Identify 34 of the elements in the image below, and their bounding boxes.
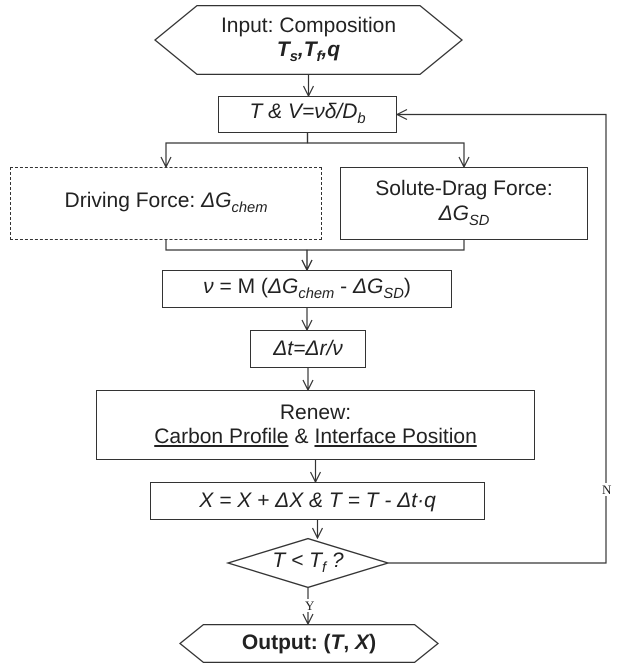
- arrow: [301, 240, 465, 271]
- process-box: [250, 330, 366, 368]
- process-box: [340, 167, 588, 240]
- process-box: [96, 390, 535, 460]
- arrow: [302, 75, 314, 97]
- node-text: ν = M (ΔG$_{chem}$ - ΔG$_{SD}$): [203, 274, 411, 304]
- arrow: [310, 460, 322, 483]
- arrow: [302, 368, 314, 391]
- node-text: Δt=Δr/ν: [273, 336, 343, 362]
- arrow: [312, 520, 324, 539]
- node-text: Carbon Profile: [154, 425, 288, 450]
- node-text: Interface Position: [314, 425, 477, 450]
- node-text: X = X + ΔX & T = T - Δt·q: [199, 488, 436, 514]
- node-text: T & V=νδ/D$_{b}$: [249, 100, 366, 129]
- node-text: T < T$_{f}$ ?: [272, 548, 344, 578]
- process-box: [162, 270, 452, 308]
- arrow: [301, 308, 313, 331]
- node-text: Output: (T, X): [242, 631, 376, 656]
- node-text: &: [294, 425, 308, 450]
- process-box: [218, 96, 397, 133]
- node-text: Solute-Drag Force: ΔG$_{SD}$: [374, 177, 554, 230]
- node-text: Input: Composition: [220, 14, 396, 38]
- input-hexagon: [155, 5, 462, 75]
- arrow: [306, 133, 470, 168]
- edge-label: Y: [304, 599, 316, 612]
- arrow: [388, 108, 607, 564]
- output-hexagon: [180, 624, 438, 663]
- decision-diamond: [228, 538, 388, 588]
- node-text: T$_{s}$,T$_{f}$,q: [276, 38, 340, 66]
- process-box: [10, 167, 322, 240]
- process-box: [150, 482, 485, 520]
- edge-label: N: [601, 483, 612, 496]
- node-text: Renew:: [280, 400, 352, 425]
- node-text: Driving Force: ΔG$_{chem}$: [64, 189, 268, 218]
